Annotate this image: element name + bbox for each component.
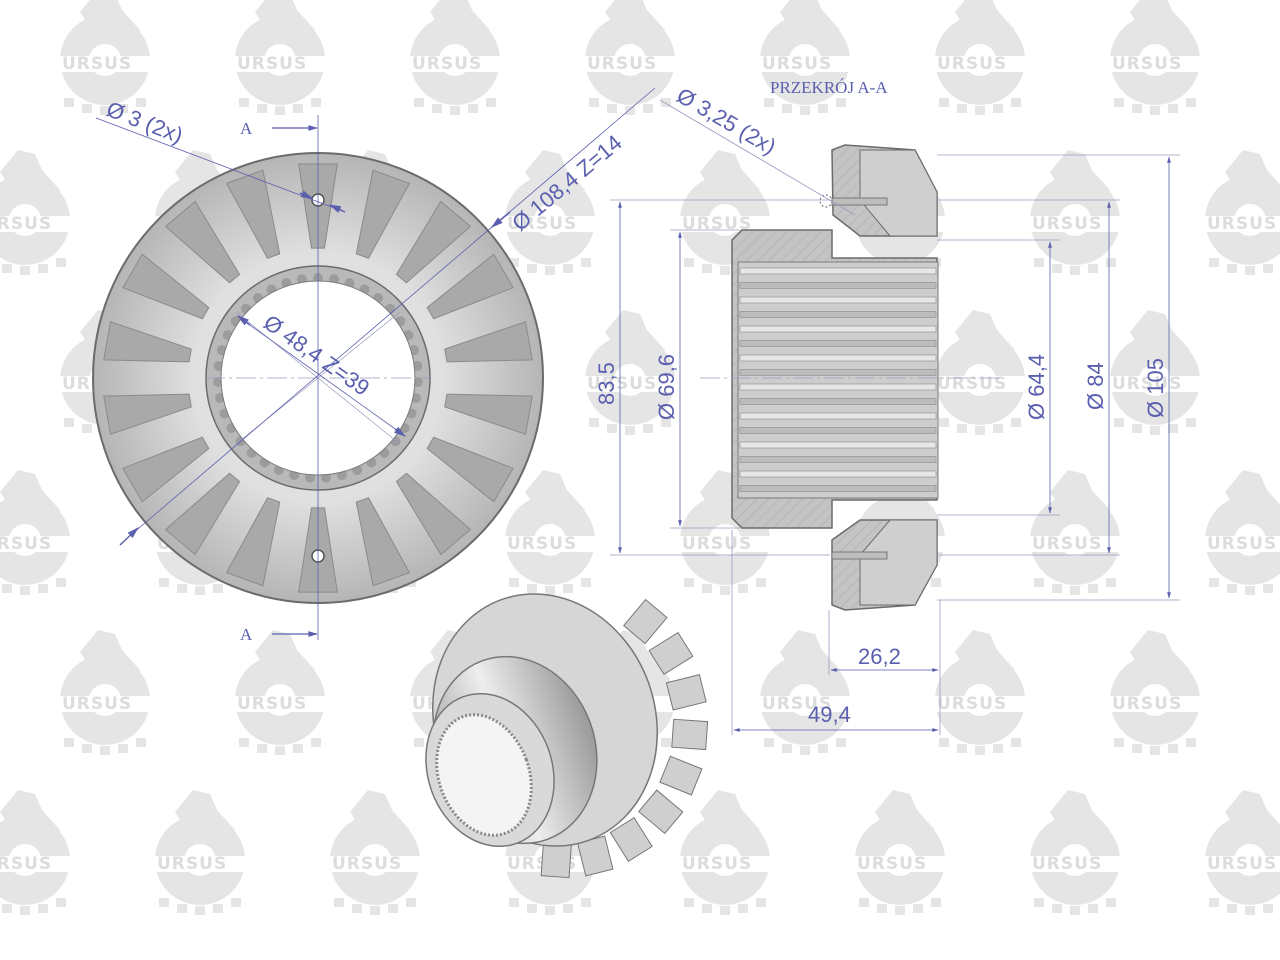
svg-text:URSUS: URSUS [1032, 854, 1102, 874]
svg-text:URSUS: URSUS [1032, 214, 1102, 234]
section-hole-dim-label: Ø 3,25 (2x) [673, 83, 781, 160]
dim-84: Ø 84 [1083, 362, 1108, 410]
svg-text:URSUS: URSUS [682, 534, 752, 554]
svg-text:URSUS: URSUS [0, 214, 52, 234]
svg-text:URSUS: URSUS [1032, 534, 1102, 554]
svg-text:URSUS: URSUS [507, 534, 577, 554]
section-marker-bottom: A [240, 625, 253, 644]
svg-text:URSUS: URSUS [412, 54, 482, 74]
svg-text:URSUS: URSUS [332, 854, 402, 874]
svg-text:URSUS: URSUS [937, 374, 1007, 394]
section-title: PRZEKRÓJ A-A [770, 78, 888, 97]
svg-text:URSUS: URSUS [1207, 214, 1277, 234]
svg-text:URSUS: URSUS [937, 54, 1007, 74]
svg-text:URSUS: URSUS [62, 54, 132, 74]
dim-49-4: 49,4 [808, 702, 851, 727]
svg-text:URSUS: URSUS [237, 694, 307, 714]
section-dimensions [610, 99, 1180, 735]
svg-text:URSUS: URSUS [682, 214, 752, 234]
svg-text:URSUS: URSUS [1112, 694, 1182, 714]
dim-83-5: 83,5 [594, 362, 619, 405]
section-view: PRZEKRÓJ A-A [700, 78, 1000, 611]
svg-text:URSUS: URSUS [587, 54, 657, 74]
svg-text:URSUS: URSUS [0, 854, 52, 874]
svg-text:URSUS: URSUS [682, 854, 752, 874]
svg-text:URSUS: URSUS [157, 854, 227, 874]
isometric-gear-view [425, 593, 709, 879]
dim-64-4: Ø 64,4 [1024, 354, 1049, 420]
svg-text:URSUS: URSUS [937, 694, 1007, 714]
front-view-gear [92, 115, 544, 640]
svg-text:URSUS: URSUS [1207, 854, 1277, 874]
section-marker-top: A [240, 119, 253, 138]
svg-text:URSUS: URSUS [587, 374, 657, 394]
dim-105: Ø 105 [1143, 358, 1168, 418]
dim-69-6: Ø 69,6 [654, 354, 679, 420]
svg-text:URSUS: URSUS [1207, 534, 1277, 554]
svg-text:URSUS: URSUS [507, 214, 577, 234]
svg-text:URSUS: URSUS [1112, 374, 1182, 394]
svg-text:URSUS: URSUS [762, 694, 832, 714]
svg-text:URSUS: URSUS [237, 54, 307, 74]
svg-text:URSUS: URSUS [762, 54, 832, 74]
dim-26-2: 26,2 [858, 644, 901, 669]
svg-text:URSUS: URSUS [857, 854, 927, 874]
svg-text:URSUS: URSUS [62, 694, 132, 714]
svg-text:URSUS: URSUS [1112, 54, 1182, 74]
svg-text:URSUS: URSUS [0, 534, 52, 554]
